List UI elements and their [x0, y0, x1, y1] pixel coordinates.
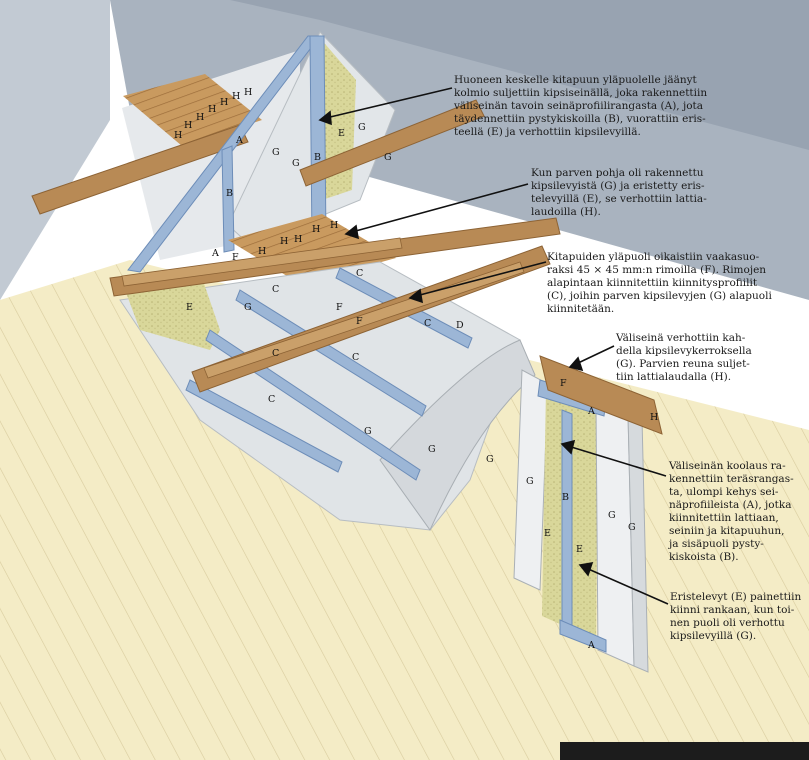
label-h-2: H	[184, 120, 192, 131]
label-b-gable: B	[226, 188, 233, 199]
label-f-1: F	[336, 302, 343, 313]
label-g-floor-2: G	[364, 426, 372, 437]
label-a-gable: A	[235, 135, 243, 146]
label-b-partition: B	[562, 492, 569, 503]
label-f-base: F	[232, 252, 239, 263]
roof-ridge-shade	[230, 0, 809, 150]
label-g-gable-1: G	[272, 147, 280, 158]
label-h-4: H	[208, 104, 216, 115]
label-g-partition-3: G	[608, 510, 616, 521]
label-g-partition-1: G	[486, 454, 494, 465]
label-e-partition-1: E	[544, 528, 551, 539]
pointer-5	[567, 445, 667, 477]
pointer-4	[575, 345, 615, 365]
ridge-beam-right	[299, 99, 485, 187]
label-h-deck-3: H	[294, 234, 302, 245]
label-e-partition-2: E	[576, 544, 583, 555]
label-g-gable-4: G	[384, 152, 392, 163]
label-d: D	[456, 320, 464, 331]
pointer-6	[585, 567, 669, 605]
label-c-5: C	[352, 352, 359, 363]
label-c-3: C	[424, 318, 431, 329]
gypsum-curl	[379, 339, 536, 531]
label-h-1: H	[174, 130, 182, 141]
partition-gypsum-outer	[513, 369, 549, 591]
floor-shadow	[560, 742, 809, 760]
roof-slope-left	[0, 0, 110, 300]
pointer-2-head	[344, 224, 360, 240]
label-g-gable-2: G	[292, 158, 300, 169]
label-b-gable-2: B	[314, 152, 321, 163]
label-h-6: H	[232, 91, 240, 102]
part-labels: A B G G B E G G A F H H H H H C C E G F …	[186, 122, 658, 651]
pointer-6-head	[578, 561, 594, 577]
label-f-2: F	[356, 316, 363, 327]
label-h-deck-1: H	[258, 246, 266, 257]
collar-beam-left	[31, 124, 249, 215]
label-h-3: H	[196, 112, 204, 123]
label-c-6: C	[268, 394, 275, 405]
label-c-1: C	[356, 268, 363, 279]
pointer-1	[325, 87, 453, 119]
label-h-deck-4: H	[312, 224, 320, 235]
upper-deck	[123, 74, 262, 146]
label-h-deck-2: H	[280, 236, 288, 247]
label-e-floor: E	[186, 302, 193, 313]
label-h-edge: H	[650, 412, 658, 423]
pointer-arrows	[318, 87, 669, 605]
label-h-deck-5: H	[330, 220, 338, 231]
c-profile-3	[185, 379, 343, 473]
label-f-partition: F	[560, 378, 567, 389]
gable-post-b	[221, 145, 235, 253]
edge-plank-h	[539, 355, 663, 435]
pointer-1-head	[318, 110, 332, 126]
label-c-4: C	[272, 348, 279, 359]
pointer-3-head	[408, 288, 424, 304]
callout-insulation: Eristelevyt (E) painettiin kiinni rankaa…	[670, 591, 802, 642]
gable-frame-b	[309, 35, 327, 245]
callout-gable-wall: Huoneen keskelle kitapuun yläpuolelle jä…	[454, 74, 708, 138]
label-g-gable-3: G	[358, 122, 366, 133]
partition-track-a-bottom	[559, 619, 607, 653]
label-a-partition-bottom: A	[587, 640, 595, 651]
callout-partition-cladding: Väliseinä verhottiin kah- della kipsilev…	[616, 332, 752, 383]
pointer-5-head	[560, 439, 576, 455]
label-g-partition-2: G	[526, 476, 534, 487]
label-a-partition-top: A	[587, 406, 595, 417]
pointer-3	[415, 261, 547, 297]
label-e-gable: E	[338, 128, 345, 139]
batten-f-back	[121, 237, 403, 287]
callout-battens: Kitapuiden yläpuoli oikaistiin vaakasuo-…	[547, 251, 772, 315]
label-c-2: C	[272, 284, 279, 295]
pointer-4-head	[568, 356, 584, 372]
label-h-7: H	[244, 87, 252, 98]
label-h-5: H	[220, 97, 228, 108]
label-g-partition-4: G	[628, 522, 636, 533]
pointer-2	[351, 183, 529, 233]
label-g-curl: G	[428, 444, 436, 455]
callout-loft-floor: Kun parven pohja oli rakennettu kipsilev…	[531, 167, 707, 218]
c-profile-1	[235, 289, 427, 417]
upper-deck-labels: H H H H H H H	[174, 87, 252, 141]
label-a-base: A	[211, 248, 219, 259]
callout-partition-framing: Väliseinän koolaus ra- kennettiin teräsr…	[669, 460, 794, 563]
label-g-floor-1: G	[244, 302, 252, 313]
